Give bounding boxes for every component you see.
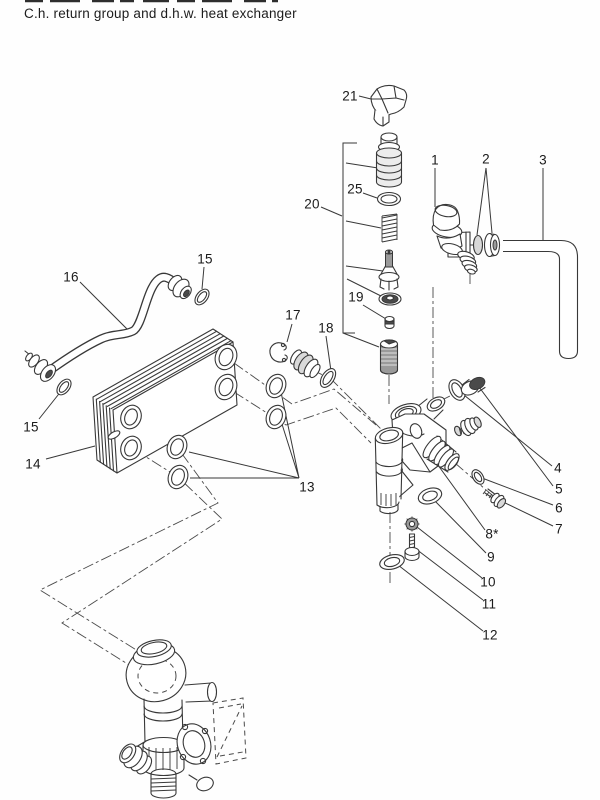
hx-slot xyxy=(107,430,121,440)
o-ring-15-right xyxy=(194,288,210,306)
washers-2-drawing xyxy=(472,232,501,258)
part-label-21: 21 xyxy=(342,88,358,104)
pipe-3-drawing xyxy=(503,239,579,360)
nut-19-drawing xyxy=(384,315,395,330)
pipe-left-fitting xyxy=(24,350,57,382)
part-label-10: 10 xyxy=(480,574,496,590)
part-label-16: 16 xyxy=(63,269,79,285)
part-label-15: 15 xyxy=(197,251,213,267)
part-label-25: 25 xyxy=(347,181,363,197)
knob-21-drawing xyxy=(370,84,408,127)
seat-washer-drawing xyxy=(378,292,402,306)
o-rings-13 xyxy=(166,373,287,490)
part-label-12: 12 xyxy=(482,627,498,643)
part-label-8: 8* xyxy=(485,526,499,542)
o-ring-15-left xyxy=(56,378,72,396)
part-label-5: 5 xyxy=(555,481,563,497)
return-pipe-drawing xyxy=(24,272,210,396)
cap-nut-5 xyxy=(460,376,486,396)
o-ring-6 xyxy=(471,469,485,485)
hex-fitting xyxy=(454,416,482,437)
o-ring-25 xyxy=(376,191,402,207)
part-label-18: 18 xyxy=(318,320,334,336)
stem-drawing xyxy=(378,249,400,291)
union-fitting-drawing xyxy=(289,349,321,379)
page-title: C.h. return group and d.h.w. heat exchan… xyxy=(24,6,297,21)
strainer-drawing xyxy=(379,339,399,375)
part-label-20: 20 xyxy=(304,196,320,212)
valve-1-thread xyxy=(457,250,478,275)
washer-9 xyxy=(417,487,443,505)
manifold-left-cylinder xyxy=(374,426,404,515)
port-8-drawing xyxy=(422,435,460,473)
part-label-17: 17 xyxy=(285,307,301,323)
part-label-13: 13 xyxy=(299,479,315,495)
part-label-15: 15 xyxy=(23,419,39,435)
part-label-6: 6 xyxy=(555,500,563,516)
o-ring-4 xyxy=(448,379,466,401)
return-group-manifold-drawing xyxy=(374,396,460,515)
part-label-2: 2 xyxy=(482,151,490,167)
bottom-valve-assembly-drawing xyxy=(119,639,247,799)
part-label-9: 9 xyxy=(487,549,495,565)
washer-12 xyxy=(379,554,405,570)
screw-11 xyxy=(404,533,420,562)
part-label-7: 7 xyxy=(555,521,563,537)
part-label-11: 11 xyxy=(481,596,497,612)
part-label-1: 1 xyxy=(431,152,439,168)
cartridge-drawing xyxy=(375,132,403,188)
valve-1-drawing xyxy=(431,203,478,275)
clip-17-drawing xyxy=(269,342,288,363)
part-label-14: 14 xyxy=(25,456,41,472)
part-label-4: 4 xyxy=(554,460,562,476)
pipe-right-fitting xyxy=(167,274,192,300)
part-label-3: 3 xyxy=(539,152,547,168)
screw-7 xyxy=(482,488,507,509)
spring-drawing xyxy=(381,213,398,243)
heat-exchanger-drawing xyxy=(92,328,238,474)
o-ring-18 xyxy=(319,368,337,388)
star-washer-10 xyxy=(404,516,420,532)
leader-lines xyxy=(38,95,554,632)
group-20-bracket xyxy=(342,142,357,334)
part-label-19: 19 xyxy=(348,289,364,305)
